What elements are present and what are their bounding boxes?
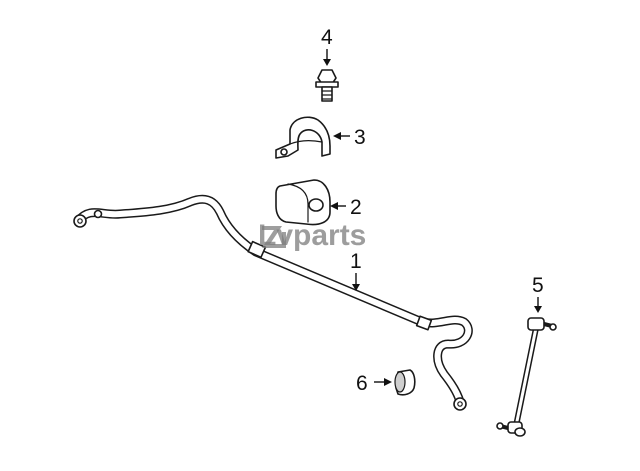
arrow-right-icon: [384, 378, 392, 386]
callout-2-label: 2: [350, 196, 362, 219]
watermark-text: Lvparts: [258, 219, 366, 252]
callout-6: 6: [356, 372, 392, 395]
watermark: Lvparts: [258, 219, 366, 252]
logo-mark-icon: [262, 226, 286, 248]
callout-6-label: 6: [356, 372, 368, 395]
arrow-down-icon: [323, 59, 331, 66]
stabilizer-link: [496, 317, 557, 437]
callout-1-label: 1: [350, 250, 362, 273]
callout-3: 3: [333, 126, 366, 149]
callout-2: 2: [330, 196, 362, 219]
bracket: [275, 116, 331, 159]
callout-4: 4: [321, 26, 333, 66]
callout-5: 5: [532, 274, 544, 313]
stabilizer-bar: [73, 194, 473, 411]
arrow-down-icon: [352, 284, 360, 291]
arrow-left-icon: [333, 132, 341, 140]
arrow-left-icon: [330, 202, 338, 210]
callout-4-label: 4: [321, 26, 333, 49]
bolt: [315, 69, 339, 102]
nut: [394, 369, 416, 396]
callout-3-label: 3: [354, 126, 366, 149]
callout-5-label: 5: [532, 274, 544, 297]
bushing: [275, 179, 331, 226]
arrow-down-icon: [534, 306, 542, 313]
callout-1: 1: [350, 250, 362, 291]
